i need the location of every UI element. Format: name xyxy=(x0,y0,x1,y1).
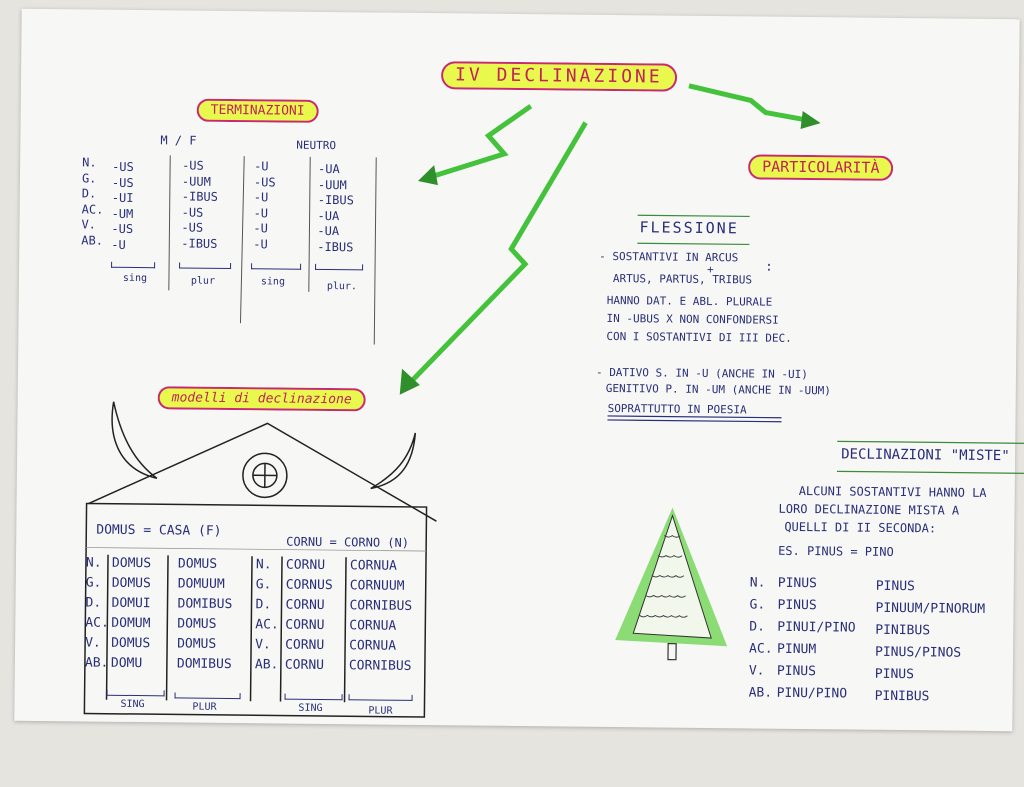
mf-plural-endings: -US-UUM -IBUS-US -US-IBUS xyxy=(181,158,218,251)
heading-flessione: FLESSIONE xyxy=(639,220,738,236)
arrow-head-particolarita xyxy=(801,111,821,129)
arrow-to-terminazioni xyxy=(430,105,531,178)
flessione-line-2: ARTUS, PARTUS, TRIBUS xyxy=(613,273,752,285)
cornu-sing-label: SING xyxy=(298,704,322,714)
page-title: IV DECLINAZIONE xyxy=(441,61,677,91)
arrow-to-modelli xyxy=(410,121,586,385)
flessione-line-5: CON I SOSTANTIVI DI III DEC. xyxy=(606,331,792,344)
miste-line-1: ALCUNI SOSTANTIVI HANNO LA xyxy=(799,485,987,499)
neutro-plural-endings: -UA-UUM -IBUS-UA -UA-IBUS xyxy=(317,162,354,255)
flessione-line-4: IN -UBUS X NON CONFONDERSI xyxy=(606,313,778,326)
col-header-mf: M / F xyxy=(160,134,196,146)
cornu-plur-label: PLUR xyxy=(368,706,392,716)
miste-case-labels: N.G. D.AC. V.AB. xyxy=(749,572,774,704)
flessione-line-8: SOPRATTUTTO IN POESIA xyxy=(608,403,747,415)
arrow-to-particolarita xyxy=(689,86,813,121)
heading-particolarita: PARTICOLARITÀ xyxy=(748,154,894,181)
flessione-colon: : xyxy=(765,261,773,274)
flessione-line-7: GENITIVO P. IN -UM (ANCHE IN -UUM) xyxy=(606,383,831,396)
domus-case-labels: N.G. D.AC. V.AB. xyxy=(85,553,110,673)
cornu-title: CORNU = CORNO (N) xyxy=(286,536,409,549)
case-labels: N.G. D.AC. V.AB. xyxy=(81,155,104,248)
label-plur: plur xyxy=(191,277,215,287)
heading-miste: DECLINAZIONI "MISTE" xyxy=(841,447,1010,463)
miste-line-3: QUELLI DI II SECONDA: xyxy=(784,521,936,535)
label-plur-n: plur. xyxy=(327,282,357,292)
miste-line-2: LORO DECLINAZIONE MISTA A xyxy=(778,503,959,517)
flessione-line-3: HANNO DAT. E ABL. PLURALE xyxy=(607,295,773,308)
heading-terminazioni: TERMINAZIONI xyxy=(197,99,319,123)
domus-sing-label: SING xyxy=(120,700,144,710)
cornu-case-labels: N.G. D.AC. V.AB. xyxy=(255,555,280,675)
fir-tree-drawing xyxy=(615,507,729,660)
col-header-neutro: NEUTRO xyxy=(296,140,336,151)
miste-example: ES. PINUS = PINO xyxy=(778,545,894,558)
label-sing-n: sing xyxy=(261,277,285,287)
notebook-page: IV DECLINAZIONE TERMINAZIONI PARTICOLARI… xyxy=(14,9,1019,731)
neutro-singular-endings: -U-US -U-U -U-U xyxy=(253,159,276,252)
label-sing: sing xyxy=(123,274,147,284)
domus-plur-label: PLUR xyxy=(192,703,216,713)
heading-modelli: modelli di declinazione xyxy=(158,386,366,411)
domus-title: DOMUS = CASA (F) xyxy=(96,524,221,538)
flessione-line-6: - DATIVO S. IN -U (ANCHE IN -UI) xyxy=(596,367,808,380)
arrow-head-terminazioni xyxy=(418,165,438,185)
flessione-line-1: - SOSTANTIVI IN ARCUS xyxy=(599,251,738,263)
mf-singular-endings: -US-US -UI-UM -US-U xyxy=(111,160,134,253)
